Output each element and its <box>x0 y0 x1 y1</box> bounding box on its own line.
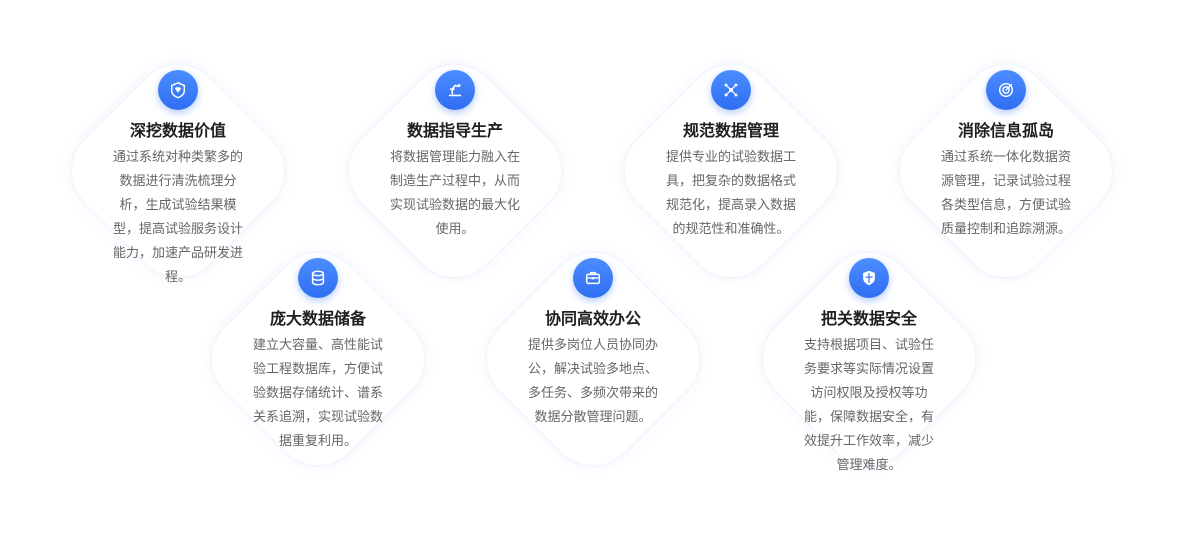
feature-card-production: 数据指导生产 将数据管理能力融入在制造生产过程中，从而实现试验数据的最大化使用。 <box>330 46 580 296</box>
card-title: 把关数据安全 <box>820 309 917 328</box>
card-title: 协同高效办公 <box>544 309 641 328</box>
feature-card-standardize: 规范数据管理 提供专业的试验数据工具，把复杂的数据格式规范化，提高录入数据的规范… <box>606 46 856 296</box>
card-description: 将数据管理能力融入在制造生产过程中，从而实现试验数据的最大化使用。 <box>389 150 520 237</box>
feature-card-collaboration: 协同高效办公 提供多岗位人员协同办公，解决试验多地点、多任务、多频次带来的数据分… <box>468 234 718 484</box>
briefcase-icon <box>573 258 613 298</box>
feature-card-data-reserve: 庞大数据储备 建立大容量、高性能试验工程数据库，方便试验数据存储统计、谱系关系追… <box>193 234 443 484</box>
gem-shield-icon <box>158 70 198 110</box>
card-description: 通过系统对种类繁多的数据进行清洗梳理分析，生成试验结果模型，提高试验服务设计能力… <box>112 150 243 285</box>
card-title: 深挖数据价值 <box>129 121 226 140</box>
network-icon <box>711 70 751 110</box>
feature-card-information-silo: 消除信息孤岛 通过系统一体化数据资源管理，记录试验过程各类型信息，方便试验质量控… <box>881 46 1131 296</box>
card-title: 数据指导生产 <box>406 121 503 140</box>
card-description: 通过系统一体化数据资源管理，记录试验过程各类型信息，方便试验质量控制和追踪溯源。 <box>940 150 1071 237</box>
card-description: 提供多岗位人员协同办公，解决试验多地点、多任务、多频次带来的数据分散管理问题。 <box>527 338 658 425</box>
target-icon <box>986 70 1026 110</box>
card-title: 消除信息孤岛 <box>957 121 1054 140</box>
card-description: 建立大容量、高性能试验工程数据库，方便试验数据存储统计、谱系关系追溯，实现试验数… <box>252 338 383 449</box>
card-description: 支持根据项目、试验任务要求等实际情况设置访问权限及授权等功能，保障数据安全，有效… <box>803 338 934 473</box>
database-icon <box>298 258 338 298</box>
microscope-icon <box>435 70 475 110</box>
feature-card-data-value: 深挖数据价值 通过系统对种类繁多的数据进行清洗梳理分析，生成试验结果模型，提高试… <box>53 46 303 296</box>
card-title: 庞大数据储备 <box>269 309 366 328</box>
card-description: 提供专业的试验数据工具，把复杂的数据格式规范化，提高录入数据的规范性和准确性。 <box>665 150 796 237</box>
feature-card-data-security: 把关数据安全 支持根据项目、试验任务要求等实际情况设置访问权限及授权等功能，保障… <box>744 234 994 484</box>
security-shield-icon <box>849 258 889 298</box>
card-title: 规范数据管理 <box>682 121 779 140</box>
